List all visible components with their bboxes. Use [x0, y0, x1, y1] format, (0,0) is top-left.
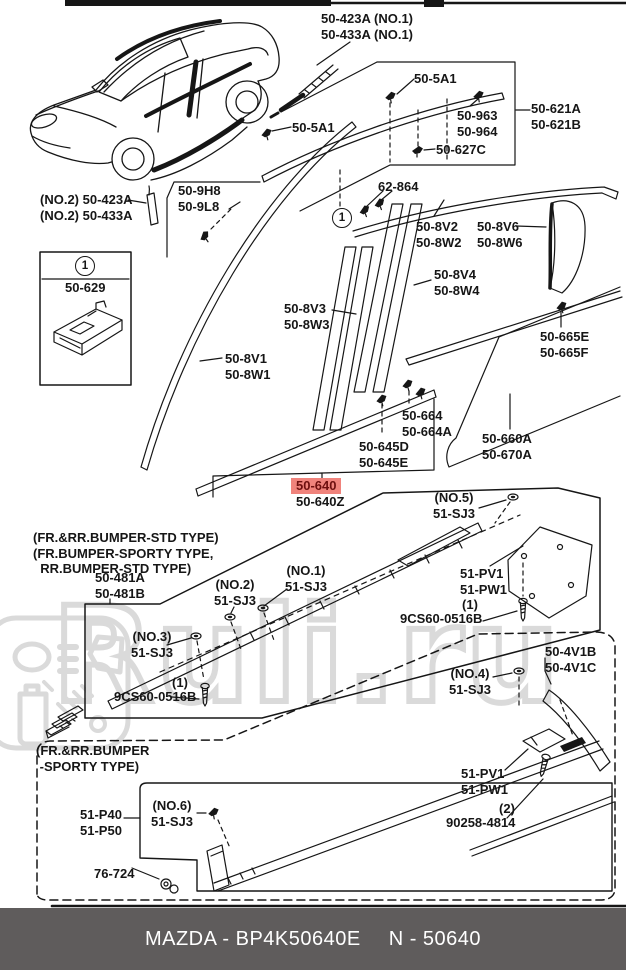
label-9CS60-left: 9CS60-0516B — [114, 689, 197, 704]
label-bumper-sporty-note: (FR.&RR.BUMPER -SPORTY TYPE) — [36, 743, 150, 774]
label-51-SJ3-no5: (NO.5)51-SJ3 — [433, 490, 475, 521]
label-50-5A1-left: 50-5A1 — [292, 120, 335, 135]
watermark-logo-icon — [0, 615, 131, 751]
callout-number: 1 — [332, 208, 352, 228]
label-50-627C: 50-627C — [436, 142, 486, 157]
label-qty-2: (2) — [499, 801, 515, 816]
front-roof-molding-panel — [259, 41, 531, 219]
label-90258-4814: 90258-4814 — [446, 815, 516, 830]
label-51-SJ3-no3: (NO.3)51-SJ3 — [131, 629, 173, 660]
label-9CS60-right: 9CS60-0516B — [400, 611, 483, 626]
box-50-629 — [39, 251, 132, 386]
belt-molding-front — [195, 377, 437, 498]
no2-molding-strip — [127, 185, 159, 226]
label-51-SJ3-no2: (NO.2)51-SJ3 — [214, 577, 256, 608]
sporty-dashed-box — [36, 631, 616, 901]
car-sketch — [29, 19, 280, 181]
label-51-SJ3-no4: (NO.4)51-SJ3 — [449, 666, 491, 697]
callout-number: 1 — [75, 256, 95, 276]
label-50-423A-no2: (NO.2) 50-423A(NO.2) 50-433A — [40, 192, 133, 223]
sporty-sill-box — [123, 657, 615, 894]
footer-catalog-ref: N - 50640 — [388, 927, 482, 950]
label-50-5A1-upper: 50-5A1 — [414, 71, 457, 86]
footer-part-number: MAZDA - BP4K50640E — [144, 927, 361, 950]
windshield-side-molding — [140, 121, 357, 471]
label-51-SJ3-no6: (NO.6)51-SJ3 — [151, 798, 193, 829]
label-50-629: 50-629 — [65, 280, 106, 295]
label-50-423A-no1: 50-423A (NO.1)50-433A (NO.1) — [321, 11, 413, 42]
std-sill-box — [84, 487, 601, 719]
watermark-text: Ruli.ru — [49, 579, 562, 733]
label-qty-1-right: (1) — [462, 597, 478, 612]
label-76-724: 76-724 — [94, 866, 135, 881]
label-qty-1-left: (1) — [172, 675, 188, 690]
rear-roof-molding — [352, 186, 619, 238]
step-bracket-glyph — [45, 705, 84, 739]
footer-bar: MAZDA - BP4K50640E N - 50640 — [0, 908, 626, 970]
box-50-9H8 — [166, 181, 261, 258]
label-51-SJ3-no1: (NO.1)51-SJ3 — [285, 563, 327, 594]
door-glass — [446, 286, 621, 468]
page-top-border — [65, 0, 626, 7]
quarter-sail-trim — [515, 200, 586, 294]
label-62-864: 62-864 — [378, 179, 419, 194]
label-bumper-std-note: (FR.&RR.BUMPER-STD TYPE)(FR.BUMPER-SPORT… — [33, 530, 219, 576]
pillar-tapes — [312, 203, 432, 431]
